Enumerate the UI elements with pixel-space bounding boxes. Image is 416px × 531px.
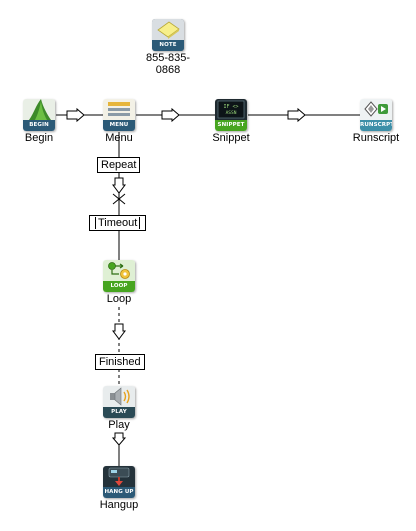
hangup-node[interactable]: HANG UP Hangup [74, 466, 164, 511]
menu-badge: MENU [103, 120, 135, 131]
menu-list-icon [103, 99, 135, 120]
cross-line-b [112, 193, 126, 205]
hangup-badge: HANG UP [103, 487, 135, 498]
play-badge: PLAY [103, 407, 135, 418]
finished-label[interactable]: Finished [95, 354, 145, 370]
runscript-node[interactable]: RUNSCRPT Runscript [331, 99, 416, 144]
runscript-caption: Runscript [352, 132, 400, 144]
loop-node[interactable]: LOOP Loop [74, 260, 164, 305]
arrow-menu-snippet [161, 107, 180, 123]
snippet-node[interactable]: IF <> ASSN SNIPPET Snippet [186, 99, 276, 144]
speaker-icon [103, 386, 135, 407]
timeout-right-edge [139, 217, 143, 230]
note-node[interactable]: NOTE 855-835-0868 [123, 19, 213, 76]
sticky-note-icon [152, 19, 184, 40]
arrow-snippet-runscript [287, 107, 306, 123]
loop-tile[interactable]: LOOP [103, 260, 135, 292]
menu-tile[interactable]: MENU [103, 99, 135, 131]
arrow-play-hangup [111, 432, 127, 446]
play-caption: Play [108, 419, 130, 431]
hangup-caption: Hangup [99, 499, 139, 511]
begin-caption: Begin [24, 132, 54, 144]
runscript-tile[interactable]: RUNSCRPT [360, 99, 392, 131]
snippet-badge: SNIPPET [215, 120, 247, 131]
run-script-icon [360, 99, 392, 120]
begin-icon [23, 99, 55, 120]
note-caption: 855-835-0868 [145, 52, 191, 76]
snippet-tile[interactable]: IF <> ASSN SNIPPET [215, 99, 247, 131]
play-node[interactable]: PLAY Play [74, 386, 164, 431]
code-snippet-icon: IF <> ASSN [215, 99, 247, 120]
note-tile[interactable]: NOTE [152, 19, 184, 51]
loop-gear-icon [103, 260, 135, 281]
svg-text:IF <>: IF <> [223, 104, 238, 110]
runscript-badge: RUNSCRPT [360, 120, 392, 131]
begin-node[interactable]: BEGIN Begin [0, 99, 84, 144]
snippet-caption: Snippet [212, 132, 250, 144]
menu-node[interactable]: MENU Menu [74, 99, 164, 144]
arrow-loop-finished [112, 323, 126, 340]
begin-tile[interactable]: BEGIN [23, 99, 55, 131]
begin-badge: BEGIN [23, 120, 55, 131]
phone-hangup-icon [103, 466, 135, 487]
repeat-label[interactable]: Repeat [97, 157, 141, 173]
hangup-tile[interactable]: HANG UP [103, 466, 135, 498]
menu-caption: Menu [105, 132, 133, 144]
loop-badge: LOOP [103, 281, 135, 292]
note-badge: NOTE [152, 40, 184, 51]
loop-caption: Loop [106, 293, 132, 305]
arrow-begin-menu [66, 107, 85, 123]
svg-text:ASSN: ASSN [226, 110, 237, 116]
timeout-text: Timeout [98, 217, 138, 229]
play-tile[interactable]: PLAY [103, 386, 135, 418]
timeout-label[interactable]: Timeout [89, 215, 147, 231]
timeout-left-edge [92, 217, 96, 230]
arrow-repeat-timeout [112, 177, 126, 194]
